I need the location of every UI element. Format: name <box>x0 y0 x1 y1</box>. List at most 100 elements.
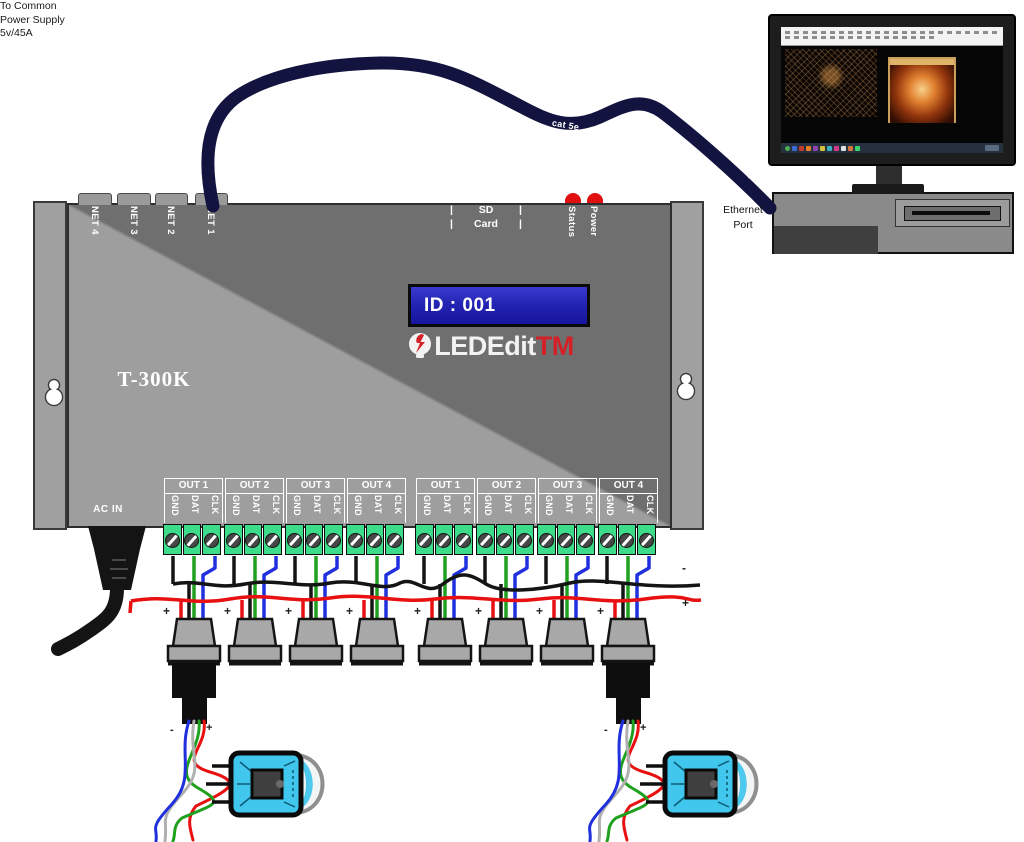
pin-label: CLK <box>584 495 594 515</box>
pc-tower <box>772 192 1014 254</box>
screw-icon <box>416 533 432 548</box>
terminal <box>598 524 617 555</box>
led-pixel-module <box>590 663 757 841</box>
pixel-connector-plug <box>422 617 468 648</box>
screw-icon <box>436 533 452 548</box>
pin-label: GND <box>422 495 432 516</box>
power-bus-wire <box>128 594 702 614</box>
screw-icon <box>558 533 574 548</box>
plus-sign: + <box>536 604 543 618</box>
terminal <box>324 524 343 555</box>
screw-icon <box>264 533 280 548</box>
monitor-screen <box>781 27 1003 153</box>
screw-icon <box>367 533 383 548</box>
ground-bus-wire <box>172 573 701 592</box>
power-led-label: Power <box>588 206 599 237</box>
out-group: OUT 3 GND DAT CLK <box>537 478 598 555</box>
pin-label: GND <box>544 495 554 516</box>
floppy-slit <box>912 210 990 215</box>
pin-label: GND <box>292 495 302 516</box>
plus-sign: + <box>682 596 690 610</box>
terminal <box>576 524 595 555</box>
monitor <box>768 14 1016 166</box>
minus-sign: - <box>682 561 686 575</box>
ethernet-port-label: Ethernet Port <box>723 204 763 231</box>
terminal <box>637 524 656 555</box>
plus-sign: + <box>206 722 213 734</box>
terminal <box>537 524 556 555</box>
terminal <box>454 524 473 555</box>
screw-icon <box>225 533 241 548</box>
pin-label: CLK <box>210 495 220 515</box>
screw-icon <box>347 533 363 548</box>
plus-sign: + <box>640 722 647 734</box>
mounting-ear-left <box>33 201 67 530</box>
net-port-2 <box>155 193 188 205</box>
pixel-connector-plug <box>293 617 339 648</box>
out-group-label: OUT 2 <box>477 478 536 494</box>
software-toolbar <box>781 27 1003 46</box>
out-group: OUT 1 GND DAT CLK <box>163 478 224 555</box>
cable-label: cat 5e <box>214 137 233 167</box>
pixel-connector-plug <box>354 617 400 648</box>
terminal <box>617 524 637 555</box>
power-led <box>587 193 603 203</box>
sd-card-slot: |SD| |Card| <box>450 204 522 230</box>
plus-sign: + <box>475 604 482 618</box>
logo-text: LEDEdit <box>434 330 536 361</box>
floppy-slot <box>904 206 1001 221</box>
taskbar-icon <box>834 145 839 151</box>
cat5e-cable <box>201 56 777 215</box>
terminal <box>495 524 515 555</box>
status-led <box>565 193 581 203</box>
start-orb-icon <box>785 145 790 151</box>
taskbar-icon <box>799 145 804 151</box>
out-group: OUT 1 GND DAT CLK <box>415 478 476 555</box>
power-cord <box>51 526 146 656</box>
pin-label: GND <box>353 495 363 516</box>
screw-icon <box>577 533 593 548</box>
ac-in-label: AC IN <box>93 504 123 515</box>
drive-bay <box>895 199 1010 227</box>
net-port-4 <box>78 193 112 205</box>
bulb-icon <box>409 333 432 358</box>
monitor-stand-base <box>852 184 924 194</box>
terminal <box>263 524 282 555</box>
taskbar-icon <box>848 145 853 151</box>
out-group: OUT 3 GND DAT CLK <box>285 478 346 555</box>
plus-sign: + <box>224 604 231 618</box>
menu-bar <box>785 31 999 34</box>
mounting-ear-right <box>670 201 704 530</box>
out-group-label: OUT 4 <box>347 478 406 494</box>
taskbar-icon <box>813 145 818 151</box>
screw-icon <box>497 533 513 548</box>
net-port-label: NET 1 <box>205 206 216 235</box>
tower-front-panel <box>774 226 878 254</box>
terminal <box>415 524 434 555</box>
pin-label: DAT <box>625 495 635 514</box>
pin-label: GND <box>483 495 493 516</box>
pin-label: CLK <box>462 495 472 515</box>
terminal <box>346 524 365 555</box>
cable-label: cat 5e <box>666 98 694 124</box>
screw-icon <box>538 533 554 548</box>
pin-label: CLK <box>523 495 533 515</box>
pixel-connector-plug <box>171 617 217 648</box>
pin-label: DAT <box>312 495 322 514</box>
screw-icon <box>638 533 654 548</box>
out-group-label: OUT 4 <box>599 478 658 494</box>
led-preview-image <box>785 49 877 117</box>
preview-titlebar <box>890 59 954 65</box>
pixel-connector-plug <box>544 617 590 648</box>
pin-label: GND <box>170 495 180 516</box>
pin-label: CLK <box>645 495 655 515</box>
lcd-display: ID : 001 <box>408 284 590 327</box>
minus-sign: - <box>170 724 174 736</box>
pixel-connector-plug <box>232 617 278 648</box>
pin-label: DAT <box>251 495 261 514</box>
plus-sign: + <box>163 604 170 618</box>
pin-label: GND <box>605 495 615 516</box>
cable-label: cat 5e <box>451 81 481 101</box>
net-port-3 <box>117 193 151 205</box>
